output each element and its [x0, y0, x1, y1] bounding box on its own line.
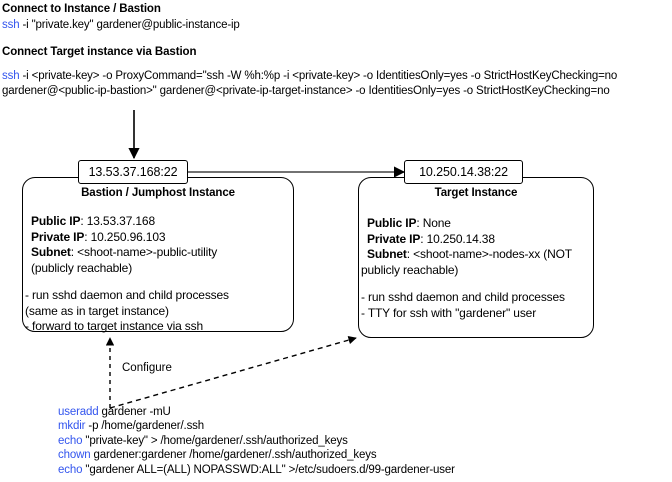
field-label: Private IP — [31, 229, 85, 244]
command-keyword: ssh — [2, 19, 20, 31]
field-label: Subnet — [31, 245, 71, 259]
command-keyword: echo — [58, 434, 83, 447]
bastion-field-subnet: Subnet: <shoot-name>-public-utility — [31, 245, 293, 261]
field-sep: : — [80, 214, 87, 228]
field-label: Public IP — [31, 214, 81, 228]
bastion-field-public-ip: Public IP: 13.53.37.168 — [31, 214, 293, 230]
bastion-bullet-3: - forward to target instance via ssh — [25, 319, 204, 333]
field-value: 10.250.14.38 — [426, 231, 495, 246]
bastion-bullet-1: - run sshd daemon and child processes — [25, 288, 229, 302]
bastion-bullet-2: (same as in target instance) — [25, 303, 169, 318]
field-label: Private IP — [367, 231, 421, 246]
provision-command-row: mkdir -p /home/gardener/.ssh — [58, 419, 455, 433]
target-note: publicly reachable) — [361, 262, 459, 277]
target-bullet-1: - run sshd daemon and child processes — [361, 290, 565, 304]
bastion-note: (publicly reachable) — [31, 260, 133, 275]
provision-command-row: echo "private-key" > /home/gardener/.ssh… — [58, 434, 455, 448]
bastion-title: Bastion / Jumphost Instance — [81, 187, 235, 199]
command-args: -i <private-key> -o ProxyCommand="ssh -W… — [19, 70, 618, 82]
command-keyword: ssh — [2, 70, 20, 82]
command-args: gardener -mU — [98, 406, 171, 418]
target-field-private-ip: Private IP: 10.250.14.38 — [367, 232, 593, 248]
configure-label: Configure — [122, 362, 172, 374]
provision-command-row: chown gardener:gardener /home/gardener/.… — [58, 448, 455, 462]
field-value: None — [422, 216, 451, 230]
section-title-connect-instance: Connect to Instance / Bastion — [2, 3, 161, 15]
field-label: Public IP — [367, 216, 417, 230]
command-connect-target-line1: ssh -i <private-key> -o ProxyCommand="ss… — [2, 70, 617, 82]
command-args: -p /home/gardener/.ssh — [85, 420, 205, 433]
target-details: Public IP: None Private IP: 10.250.14.38… — [361, 216, 593, 321]
target-socket-label: 10.250.14.38:22 — [404, 160, 523, 184]
command-args: "gardener ALL=(ALL) NOPASSWD:ALL" >/etc/… — [82, 463, 455, 476]
field-sep: : — [406, 247, 414, 261]
bastion-socket-label: 13.53.37.168:22 — [78, 160, 188, 184]
command-keyword: useradd — [58, 406, 99, 418]
target-field-subnet: Subnet: <shoot-name>-nodes-xx (NOT — [367, 247, 593, 263]
section-title-connect-target: Connect Target instance via Bastion — [2, 46, 197, 58]
field-label: Subnet — [367, 247, 407, 261]
command-args: "private-key" > /home/gardener/.ssh/auth… — [82, 434, 348, 447]
field-value: <shoot-name>-nodes-xx (NOT — [413, 247, 572, 261]
bastion-details: Public IP: 13.53.37.168 Private IP: 10.2… — [25, 214, 293, 335]
command-keyword: mkdir — [58, 420, 86, 433]
field-value: 13.53.37.168 — [86, 214, 155, 228]
target-instance-box: Target Instance Public IP: None Private … — [358, 177, 594, 338]
target-title: Target Instance — [434, 187, 518, 199]
field-value: <shoot-name>-public-utility — [77, 245, 218, 259]
spacer — [367, 278, 593, 290]
field-value: 10.250.96.103 — [90, 229, 166, 244]
command-args: gardener:gardener /home/gardener/.ssh/au… — [90, 449, 377, 462]
field-sep: : — [420, 231, 427, 246]
provision-command-row: useradd gardener -mU — [58, 405, 455, 419]
field-sep: : — [70, 245, 78, 259]
provision-command-row: echo "gardener ALL=(ALL) NOPASSWD:ALL" >… — [58, 463, 455, 477]
target-bullet-2: - TTY for ssh with "gardener" user — [361, 305, 537, 320]
bastion-field-private-ip: Private IP: 10.250.96.103 — [31, 230, 293, 246]
provision-command-block: useradd gardener -mU mkdir -p /home/gard… — [58, 405, 455, 477]
command-args: -i "private.key" gardener@public-instanc… — [19, 19, 240, 31]
command-keyword: chown — [58, 449, 91, 462]
command-keyword: echo — [58, 463, 83, 476]
command-connect-target-line2: gardener@<public-ip-bastion>" gardener@<… — [2, 85, 610, 97]
bastion-instance-box: Bastion / Jumphost Instance Public IP: 1… — [22, 177, 294, 335]
target-field-public-ip: Public IP: None — [367, 216, 593, 232]
spacer — [31, 276, 293, 288]
command-connect-instance: ssh -i "private.key" gardener@public-ins… — [2, 19, 240, 31]
field-sep: : — [416, 216, 423, 230]
field-sep: : — [84, 229, 91, 244]
